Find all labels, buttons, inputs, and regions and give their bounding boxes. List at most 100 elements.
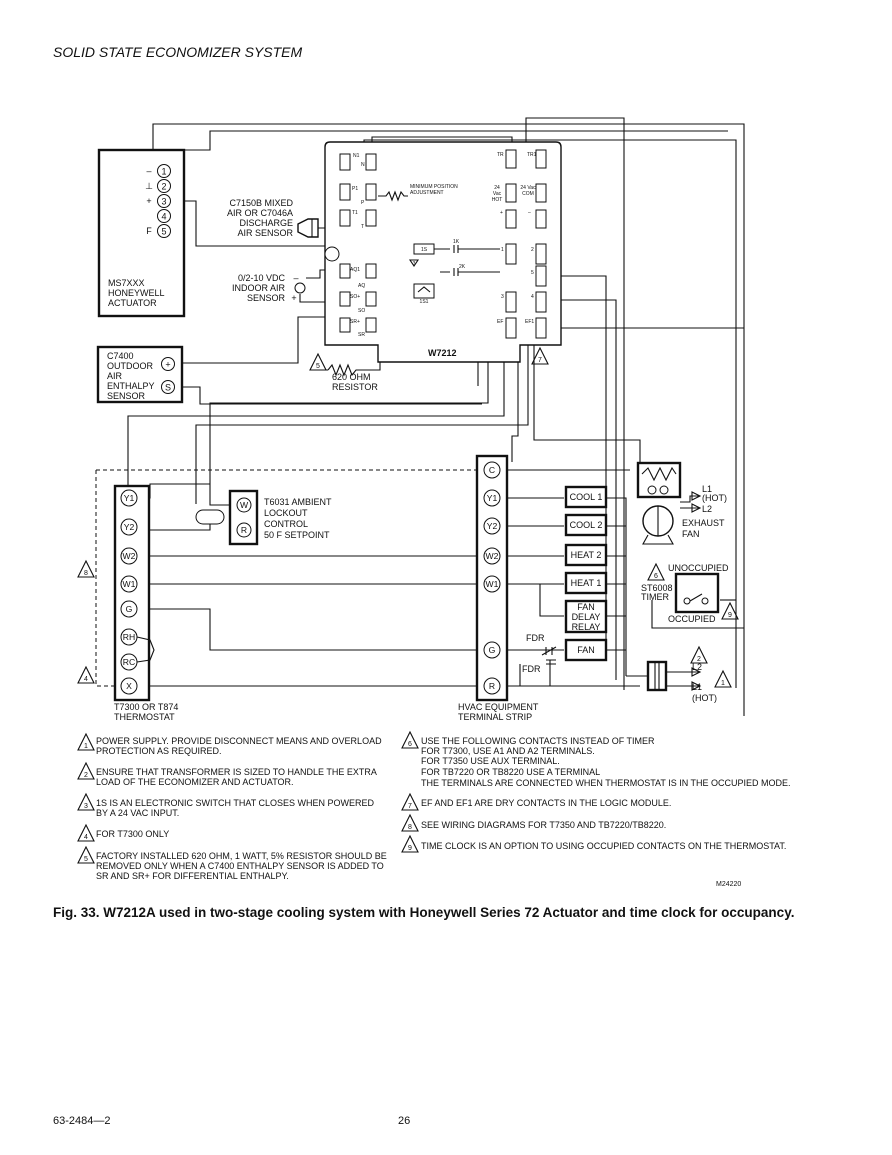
svg-text:FOR T7350 USE AUX TERMINAL.: FOR T7350 USE AUX TERMINAL.	[421, 756, 560, 766]
mixed-air-sensor: C7150B MIXED AIR OR C7046A DISCHARGE AIR…	[227, 198, 319, 238]
svg-text:24: 24	[494, 185, 500, 191]
svg-text:4: 4	[84, 676, 88, 683]
note-7: 7 EF AND EF1 ARE DRY CONTACTS IN THE LOG…	[401, 792, 671, 811]
svg-text:P: P	[361, 200, 365, 206]
svg-text:–: –	[293, 273, 298, 283]
svg-text:AIR OR C7046A: AIR OR C7046A	[227, 208, 293, 218]
svg-text:CONTROL: CONTROL	[264, 519, 308, 529]
svg-text:HONEYWELL: HONEYWELL	[108, 288, 165, 298]
svg-text:PROTECTION AS REQUIRED.: PROTECTION AS REQUIRED.	[96, 746, 222, 756]
svg-text:FAN: FAN	[682, 529, 700, 539]
svg-text:EF1: EF1	[525, 319, 534, 325]
svg-text:RC: RC	[123, 657, 135, 667]
svg-text:T7300 OR T874: T7300 OR T874	[114, 702, 178, 712]
note-1: 1 POWER SUPPLY. PROVIDE DISCONNECT MEANS…	[77, 732, 382, 756]
svg-text:SENSOR: SENSOR	[247, 293, 286, 303]
svg-text:W: W	[240, 500, 249, 510]
svg-text:2: 2	[531, 247, 534, 253]
svg-text:Y1: Y1	[487, 493, 498, 503]
indoor-aq-sensor: 0/2-10 VDC INDOOR AIR SENSOR – +	[232, 273, 306, 303]
svg-text:9: 9	[728, 612, 732, 619]
actuator-terminals: 1 2 3 4 5	[157, 164, 171, 238]
svg-text:HEAT 1: HEAT 1	[571, 578, 602, 588]
svg-text:C7150B MIXED: C7150B MIXED	[229, 198, 293, 208]
svg-text:Y2: Y2	[487, 521, 498, 531]
svg-text:Vac: Vac	[493, 191, 502, 197]
svg-text:AIR SENSOR: AIR SENSOR	[237, 228, 293, 238]
svg-text:2: 2	[84, 772, 88, 779]
figure-caption: Fig. 33. W7212A used in two-stage coolin…	[53, 905, 795, 920]
svg-text:SO+: SO+	[350, 294, 360, 300]
svg-text:ENSURE THAT TRANSFORMER IS SIZ: ENSURE THAT TRANSFORMER IS SIZED TO HAND…	[96, 767, 377, 777]
svg-text:EF: EF	[497, 319, 503, 325]
svg-text:T1: T1	[352, 210, 358, 216]
page-header: SOLID STATE ECONOMIZER SYSTEM	[53, 44, 303, 60]
svg-text:+: +	[146, 196, 151, 206]
note-8: 8 SEE WIRING DIAGRAMS FOR T7350 AND TB72…	[401, 813, 666, 832]
svg-text:3: 3	[161, 197, 166, 207]
svg-text:(HOT): (HOT)	[692, 693, 717, 703]
svg-text:W2: W2	[486, 551, 499, 561]
hvac-terminal-strip: C Y1 Y2 W2 W1 G R HVAC EQUIPMENT TERMINA…	[458, 454, 557, 722]
thermostat: Y1 Y2 W2 W1 G RH RC X T7300 OR T874 THER…	[77, 484, 178, 722]
svg-text:THE TERMINALS ARE CONNECTED WH: THE TERMINALS ARE CONNECTED WHEN THERMOS…	[421, 778, 791, 788]
svg-text:SR: SR	[358, 332, 365, 338]
svg-text:1S IS AN ELECTRONIC SWITCH THA: 1S IS AN ELECTRONIC SWITCH THAT CLOSES W…	[96, 798, 375, 808]
note-5: 5 FACTORY INSTALLED 620 OHM, 1 WATT, 5% …	[77, 845, 387, 881]
svg-text:8: 8	[408, 824, 412, 831]
svg-text:+: +	[291, 293, 296, 303]
svg-text:EF AND EF1 ARE DRY CONTACTS IN: EF AND EF1 ARE DRY CONTACTS IN THE LOGIC…	[421, 798, 671, 808]
svg-text:⊥: ⊥	[145, 181, 153, 191]
svg-text:–: –	[146, 166, 151, 176]
svg-text:1: 1	[161, 167, 166, 177]
svg-text:4: 4	[84, 834, 88, 841]
svg-text:REMOVED ONLY WHEN A C7400 ENTH: REMOVED ONLY WHEN A C7400 ENTHALPY SENSO…	[96, 861, 384, 871]
svg-text:SO: SO	[358, 308, 365, 314]
svg-text:N1: N1	[353, 153, 360, 159]
actuator: 1 2 3 4 5 – ⊥ + F MS7XXX HONEYWELL ACTUA…	[97, 148, 186, 318]
svg-text:P1: P1	[352, 186, 358, 192]
svg-text:T: T	[361, 224, 364, 230]
svg-text:AQ: AQ	[358, 283, 365, 289]
svg-text:MINIMUM POSITION: MINIMUM POSITION	[410, 184, 458, 190]
svg-text:SR+: SR+	[350, 319, 360, 325]
figure-code: M24220	[716, 881, 741, 888]
svg-text:5: 5	[316, 363, 320, 370]
svg-text:FOR T7300 ONLY: FOR T7300 ONLY	[96, 829, 169, 839]
svg-text:TR1: TR1	[527, 152, 537, 158]
svg-text:4: 4	[531, 294, 534, 300]
svg-text:6: 6	[654, 573, 658, 580]
svg-text:COOL 1: COOL 1	[570, 492, 603, 502]
svg-text:8: 8	[84, 570, 88, 577]
svg-text:ACTUATOR: ACTUATOR	[108, 298, 157, 308]
svg-text:FOR TB7220 OR TB8220 USE A TER: FOR TB7220 OR TB8220 USE A TERMINAL	[421, 767, 600, 777]
document-number: 63-2484—2	[53, 1115, 111, 1127]
svg-text:W1: W1	[486, 579, 499, 589]
svg-text:RESISTOR: RESISTOR	[332, 382, 378, 392]
svg-text:LOCKOUT: LOCKOUT	[264, 508, 308, 518]
exhaust-fan: L1 (HOT) L2 EXHAUST FAN	[636, 461, 727, 545]
svg-text:W7212: W7212	[428, 348, 457, 358]
note-7-marker: 7	[531, 346, 549, 365]
svg-text:AQ1: AQ1	[350, 267, 360, 273]
transformer: 2 L2 L1 (HOT) 1	[646, 645, 732, 703]
page-number: 26	[398, 1115, 411, 1127]
svg-text:SEE WIRING DIAGRAMS FOR T7350: SEE WIRING DIAGRAMS FOR T7350 AND TB7220…	[421, 820, 666, 830]
svg-text:6: 6	[408, 741, 412, 748]
occupancy-timer: UNOCCUPIED 6 ST6008 TIMER OCCUPIED 9	[641, 562, 739, 624]
thermostat-terminals: Y1 Y2 W2 W1 G RH RC X	[120, 489, 138, 695]
svg-text:FDR: FDR	[522, 664, 541, 674]
svg-text:L1: L1	[702, 484, 712, 494]
svg-text:DELAY: DELAY	[572, 612, 601, 622]
note-6: 6 USE THE FOLLOWING CONTACTS INSTEAD OF …	[401, 730, 791, 788]
svg-text:TERMINAL STRIP: TERMINAL STRIP	[458, 712, 532, 722]
svg-text:BY A 24 VAC INPUT.: BY A 24 VAC INPUT.	[96, 808, 179, 818]
svg-text:F: F	[146, 226, 152, 236]
note-2: 2 ENSURE THAT TRANSFORMER IS SIZED TO HA…	[77, 761, 377, 787]
svg-text:3: 3	[84, 803, 88, 810]
svg-text:FDR: FDR	[526, 633, 545, 643]
svg-text:TIME CLOCK IS AN OPTION TO USI: TIME CLOCK IS AN OPTION TO USING OCCUPIE…	[421, 841, 786, 851]
svg-text:2: 2	[697, 656, 701, 663]
note-4: 4 FOR T7300 ONLY	[77, 823, 169, 842]
svg-text:3: 3	[501, 294, 504, 300]
